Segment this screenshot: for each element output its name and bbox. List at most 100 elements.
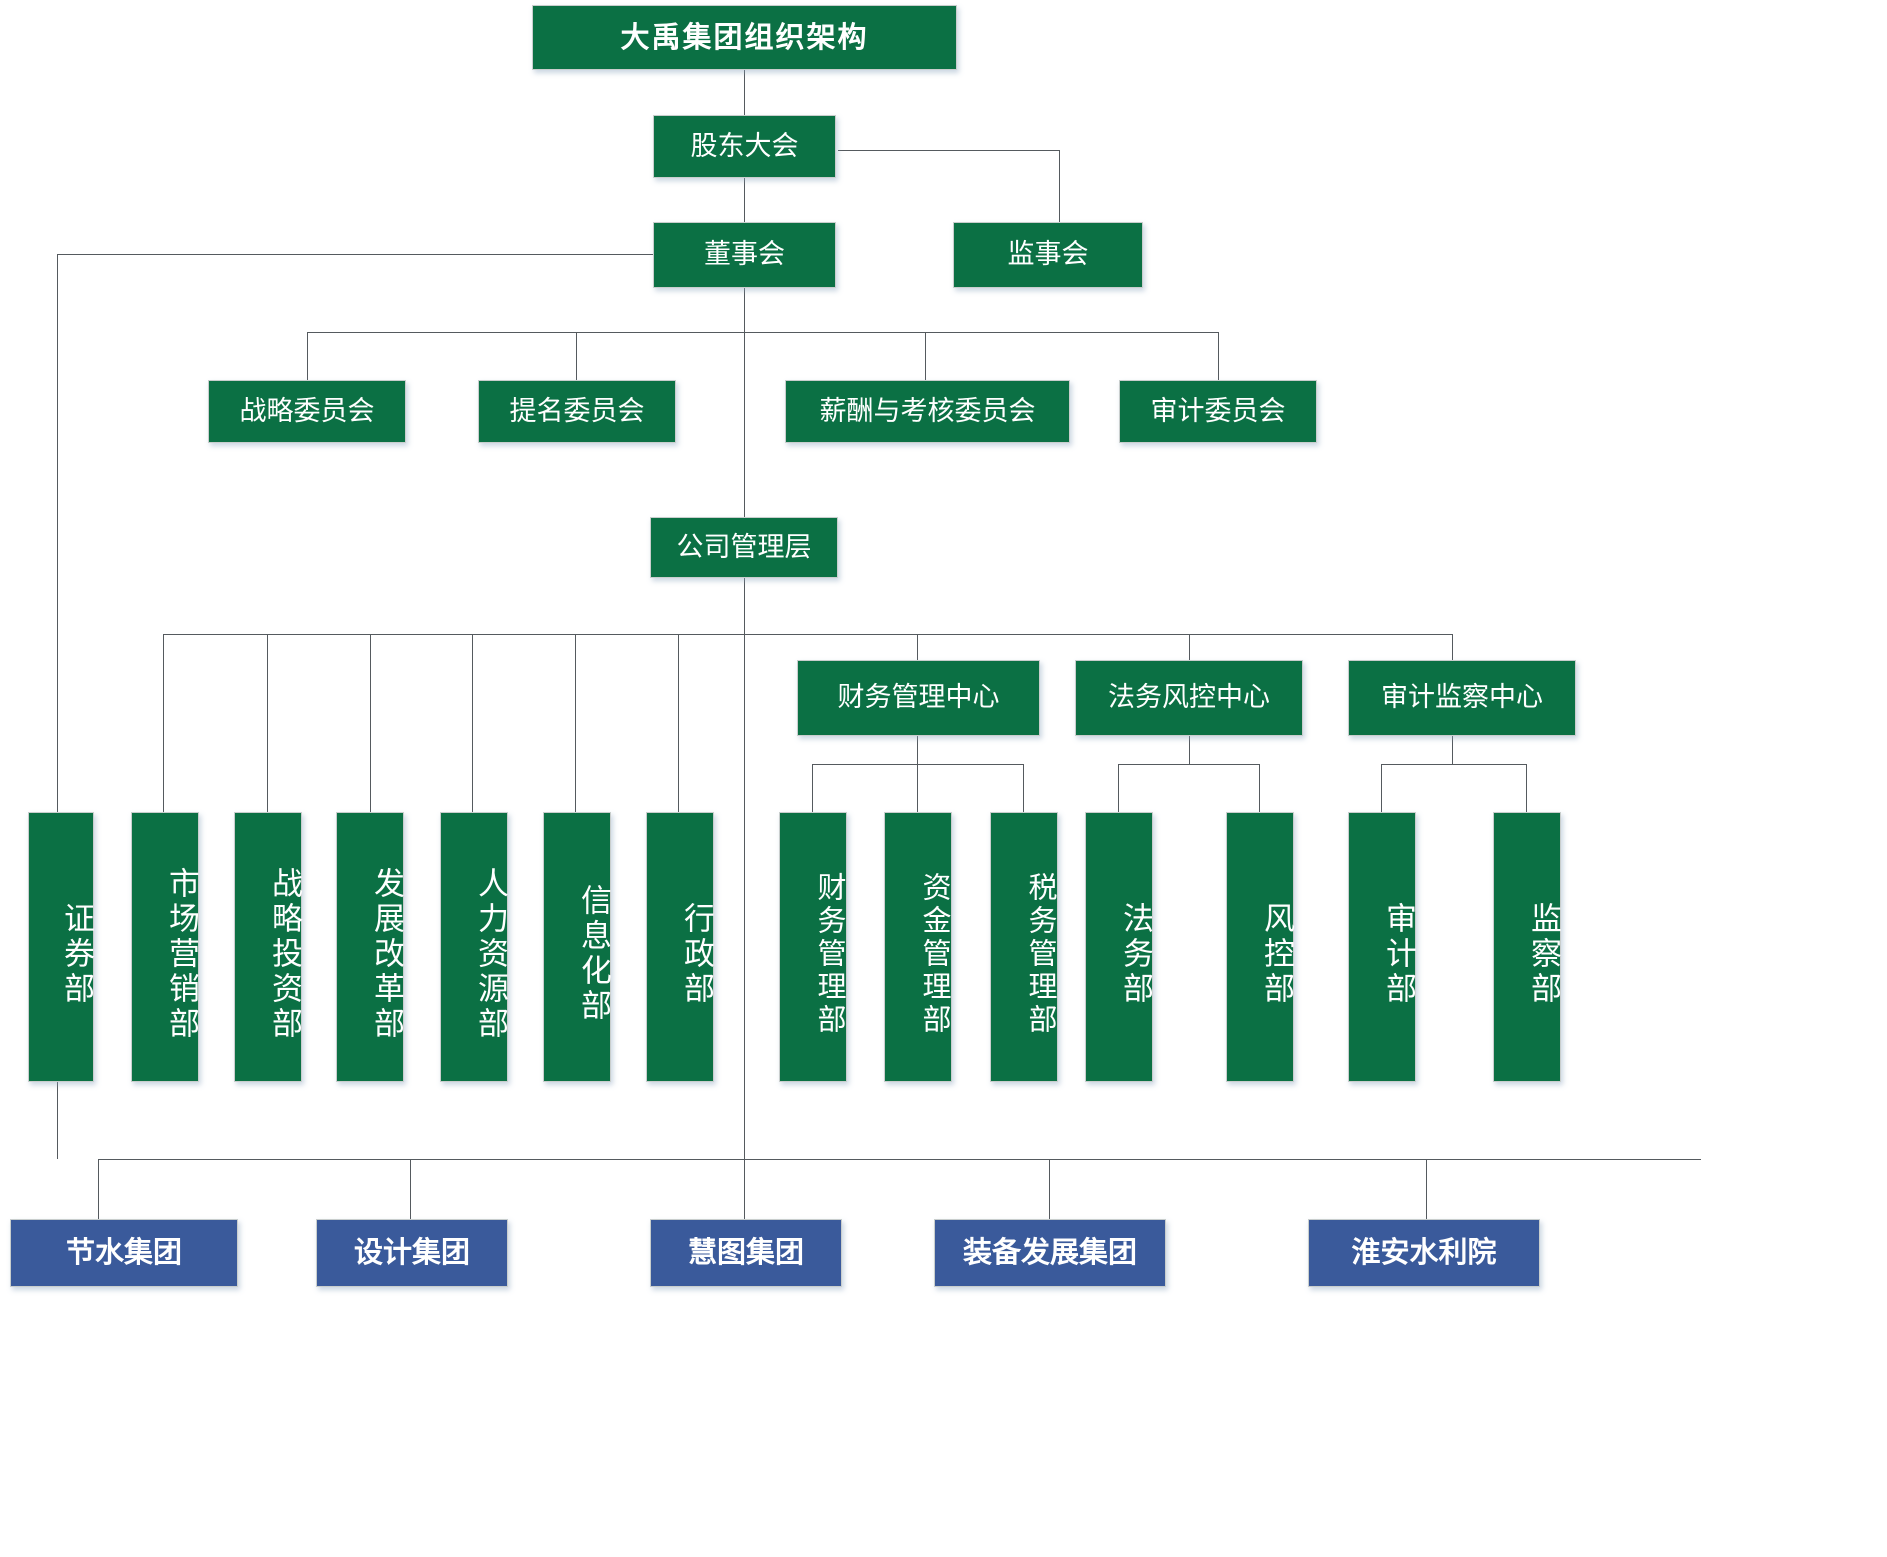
connector-center-1 xyxy=(917,634,918,660)
connector-committee-4 xyxy=(1218,332,1219,380)
node-department-supervision-label: 监察部 xyxy=(1525,901,1561,1007)
connector-legal-down xyxy=(1189,736,1190,764)
node-department-marketing-label: 市场营销部 xyxy=(163,866,199,1042)
node-committee-strategy-label: 战略委员会 xyxy=(239,395,375,427)
node-department-development-reform-label: 发展改革部 xyxy=(368,866,404,1042)
connector-committee-1 xyxy=(307,332,308,380)
node-department-legal-affairs[interactable]: 法务部 xyxy=(1085,812,1153,1082)
node-department-administration[interactable]: 行政部 xyxy=(646,812,714,1082)
node-board-of-directors[interactable]: 董事会 xyxy=(653,222,836,288)
node-center-audit-supervision-label: 审计监察中心 xyxy=(1381,682,1543,714)
node-shareholders-meeting[interactable]: 股东大会 xyxy=(653,115,836,178)
node-department-securities-label: 证券部 xyxy=(58,901,94,1007)
node-committee-nomination[interactable]: 提名委员会 xyxy=(478,380,676,443)
connector-board-to-management xyxy=(744,288,745,517)
connector-sub-2 xyxy=(410,1159,411,1219)
node-center-legal-risk-control[interactable]: 法务风控中心 xyxy=(1075,660,1303,736)
connector-board-to-left-spine-h xyxy=(57,254,653,255)
node-department-risk-control-label: 风控部 xyxy=(1258,901,1294,1007)
node-committee-strategy[interactable]: 战略委员会 xyxy=(208,380,406,443)
node-board-of-supervisors[interactable]: 监事会 xyxy=(953,222,1143,288)
connector-finance-dept-1 xyxy=(812,764,813,812)
node-department-strategic-investment[interactable]: 战略投资部 xyxy=(234,812,302,1082)
connector-management-down xyxy=(744,578,745,1159)
connector-title-to-shareholders xyxy=(744,70,745,115)
connector-committee-3 xyxy=(925,332,926,380)
node-committee-remuneration-assessment-label: 薪酬与考核委员会 xyxy=(819,395,1036,427)
node-subsidiary-huitu-group-label: 慧图集团 xyxy=(687,1235,804,1270)
node-department-development-reform[interactable]: 发展改革部 xyxy=(336,812,404,1082)
connector-audit-dept-2 xyxy=(1526,764,1527,812)
node-department-audit-label: 审计部 xyxy=(1380,901,1416,1007)
chart-title-label: 大禹集团组织架构 xyxy=(620,19,869,54)
node-subsidiary-water-saving-group[interactable]: 节水集团 xyxy=(10,1219,238,1287)
node-subsidiary-design-group[interactable]: 设计集团 xyxy=(316,1219,508,1287)
connector-legal-dept-2 xyxy=(1259,764,1260,812)
connector-dept-4 xyxy=(472,634,473,812)
node-department-risk-control[interactable]: 风控部 xyxy=(1226,812,1294,1082)
node-center-financial-management-label: 财务管理中心 xyxy=(837,682,1000,714)
connector-sub-1 xyxy=(98,1159,99,1219)
connector-audit-bus xyxy=(1381,764,1527,765)
node-subsidiary-huaian-water-institute[interactable]: 淮安水利院 xyxy=(1308,1219,1540,1287)
node-department-financial-management[interactable]: 财务管理部 xyxy=(779,812,847,1082)
connector-finance-down xyxy=(917,736,918,764)
node-committee-audit-label: 审计委员会 xyxy=(1150,395,1286,427)
connector-dept-1 xyxy=(163,634,164,812)
node-center-legal-risk-control-label: 法务风控中心 xyxy=(1108,682,1270,714)
connector-dept-3 xyxy=(370,634,371,812)
node-board-of-supervisors-label: 监事会 xyxy=(1007,239,1089,271)
connector-audit-dept-1 xyxy=(1381,764,1382,812)
node-department-fund-management[interactable]: 资金管理部 xyxy=(884,812,952,1082)
node-subsidiary-equipment-development-group-label: 装备发展集团 xyxy=(962,1235,1137,1270)
node-committee-remuneration-assessment[interactable]: 薪酬与考核委员会 xyxy=(785,380,1070,443)
node-center-financial-management[interactable]: 财务管理中心 xyxy=(797,660,1040,736)
node-subsidiary-huaian-water-institute-label: 淮安水利院 xyxy=(1351,1235,1497,1270)
node-department-financial-management-label: 财务管理部 xyxy=(813,871,847,1037)
node-subsidiary-equipment-development-group[interactable]: 装备发展集团 xyxy=(934,1219,1166,1287)
node-committee-audit[interactable]: 审计委员会 xyxy=(1119,380,1317,443)
node-company-management[interactable]: 公司管理层 xyxy=(650,517,838,578)
connector-sub-4 xyxy=(1049,1159,1050,1219)
connector-left-spine-v xyxy=(57,254,58,1159)
node-shareholders-meeting-label: 股东大会 xyxy=(690,130,799,162)
node-department-human-resources[interactable]: 人力资源部 xyxy=(440,812,508,1082)
node-subsidiary-design-group-label: 设计集团 xyxy=(353,1235,470,1270)
connector-legal-bus xyxy=(1118,764,1260,765)
connector-finance-dept-2 xyxy=(917,764,918,812)
connector-shareholders-to-supervisors-v xyxy=(1059,150,1060,222)
node-company-management-label: 公司管理层 xyxy=(676,531,812,563)
node-department-informatization[interactable]: 信息化部 xyxy=(543,812,611,1082)
connector-dept-6 xyxy=(678,634,679,812)
connector-center-3 xyxy=(1452,634,1453,660)
connector-dept-5 xyxy=(575,634,576,812)
node-department-marketing[interactable]: 市场营销部 xyxy=(131,812,199,1082)
node-department-human-resources-label: 人力资源部 xyxy=(472,866,508,1042)
connector-sub-3 xyxy=(744,1159,745,1219)
connector-shareholders-to-supervisors-h xyxy=(838,150,1060,151)
node-board-of-directors-label: 董事会 xyxy=(704,239,785,271)
chart-title-box: 大禹集团组织架构 xyxy=(532,5,957,70)
connector-committee-bus xyxy=(307,332,1219,333)
node-department-fund-management-label: 资金管理部 xyxy=(918,871,952,1037)
node-department-legal-affairs-label: 法务部 xyxy=(1117,901,1153,1007)
node-department-administration-label: 行政部 xyxy=(678,901,714,1007)
connector-finance-dept-3 xyxy=(1023,764,1024,812)
node-department-securities[interactable]: 证券部 xyxy=(28,812,94,1082)
node-committee-nomination-label: 提名委员会 xyxy=(509,395,645,427)
connector-subsidiary-bus xyxy=(98,1159,1701,1160)
node-center-audit-supervision[interactable]: 审计监察中心 xyxy=(1348,660,1576,736)
node-department-strategic-investment-label: 战略投资部 xyxy=(266,866,302,1042)
connector-audit-down xyxy=(1452,736,1453,764)
node-subsidiary-water-saving-group-label: 节水集团 xyxy=(65,1235,182,1270)
node-department-supervision[interactable]: 监察部 xyxy=(1493,812,1561,1082)
connector-dept-2 xyxy=(267,634,268,812)
node-department-tax-management-label: 税务管理部 xyxy=(1024,871,1058,1037)
connector-center-2 xyxy=(1189,634,1190,660)
node-department-audit[interactable]: 审计部 xyxy=(1348,812,1416,1082)
node-subsidiary-huitu-group[interactable]: 慧图集团 xyxy=(650,1219,842,1287)
connector-department-bus xyxy=(163,634,1453,635)
node-department-tax-management[interactable]: 税务管理部 xyxy=(990,812,1058,1082)
connector-legal-dept-1 xyxy=(1118,764,1119,812)
